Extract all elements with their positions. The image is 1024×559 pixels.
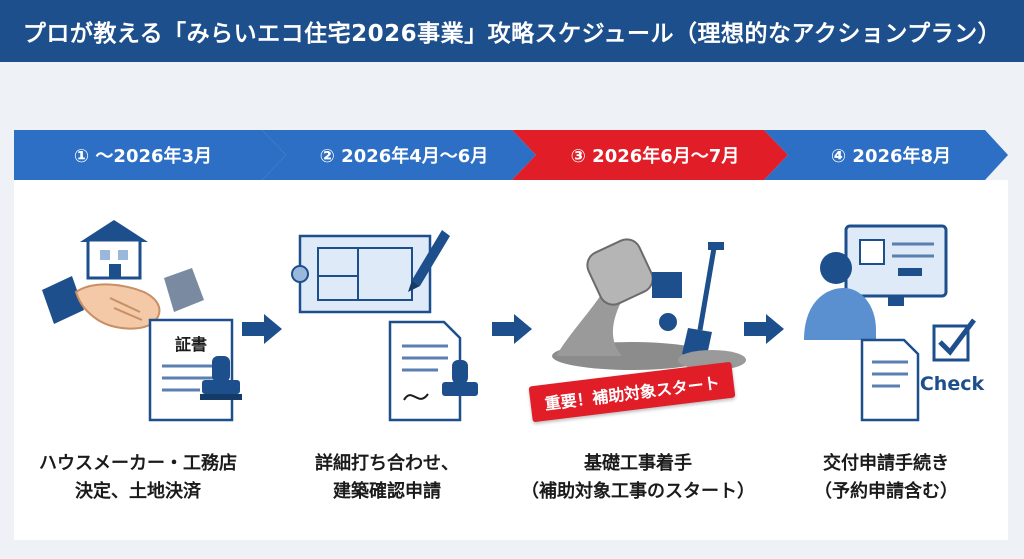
checkbox-icon xyxy=(932,318,976,362)
pen-icon xyxy=(408,230,450,292)
stage-2-label: 詳細打ち合わせ、 建築確認申請 xyxy=(315,453,459,502)
stage-2-chevron xyxy=(262,130,536,180)
shovel-icon xyxy=(678,242,746,370)
stage-3-card: 基礎工事着手 （補助対象工事のスタート） xyxy=(512,180,764,540)
handshake-icon xyxy=(42,268,204,330)
stage-4-chevron xyxy=(764,130,1008,180)
stage-1-card: 証書 ハウスメーカー・工務店 決定、土地決済 xyxy=(14,180,262,540)
stage-2-card: 詳細打ち合わせ、 建築確認申請 xyxy=(262,180,512,540)
stage-1-header: ① 〜2026年3月 xyxy=(73,146,213,167)
stage-2-illustration xyxy=(291,230,478,422)
arrow-right-icon xyxy=(744,314,784,344)
stage-1-illustration: 証書 xyxy=(42,220,242,422)
house-icon xyxy=(80,220,148,280)
stage-4-illustration: Check xyxy=(804,224,985,422)
stage-3-header: ③ 2026年6月〜7月 xyxy=(570,146,740,167)
title-banner: プロが教える「みらいエコ住宅2026事業」攻略スケジュール（理想的なアクションプ… xyxy=(0,0,1024,62)
stage-4-card: Check 交付申請手続き （予約申請含む） xyxy=(764,180,1008,540)
page-title: プロが教える「みらいエコ住宅2026事業」攻略スケジュール（理想的なアクションプ… xyxy=(22,21,1002,47)
stage-4-header: ④ 2026年8月 xyxy=(830,146,952,167)
stage-1-label: ハウスメーカー・工務店 決定、土地決済 xyxy=(39,453,237,502)
certificate-text: 証書 xyxy=(175,335,207,354)
stage-3-label: 基礎工事着手 （補助対象工事のスタート） xyxy=(521,453,755,502)
document-icon xyxy=(388,320,462,422)
stage-2-header: ② 2026年4月〜6月 xyxy=(319,146,489,167)
stage-3-chevron xyxy=(512,130,788,180)
arrow-right-icon xyxy=(492,314,532,344)
stage-4-label: 交付申請手続き （予約申請含む） xyxy=(814,453,958,502)
check-text: Check xyxy=(920,373,985,395)
stage-1-chevron xyxy=(14,130,286,180)
stamp-icon xyxy=(442,360,478,396)
blueprint-icon xyxy=(291,234,432,314)
computer-user-icon xyxy=(804,224,948,340)
stage-3-illustration xyxy=(552,238,746,370)
cement-mixer-icon xyxy=(552,238,712,370)
document-icon xyxy=(860,338,920,422)
stamp-icon xyxy=(200,356,242,400)
arrow-right-icon xyxy=(242,314,282,344)
